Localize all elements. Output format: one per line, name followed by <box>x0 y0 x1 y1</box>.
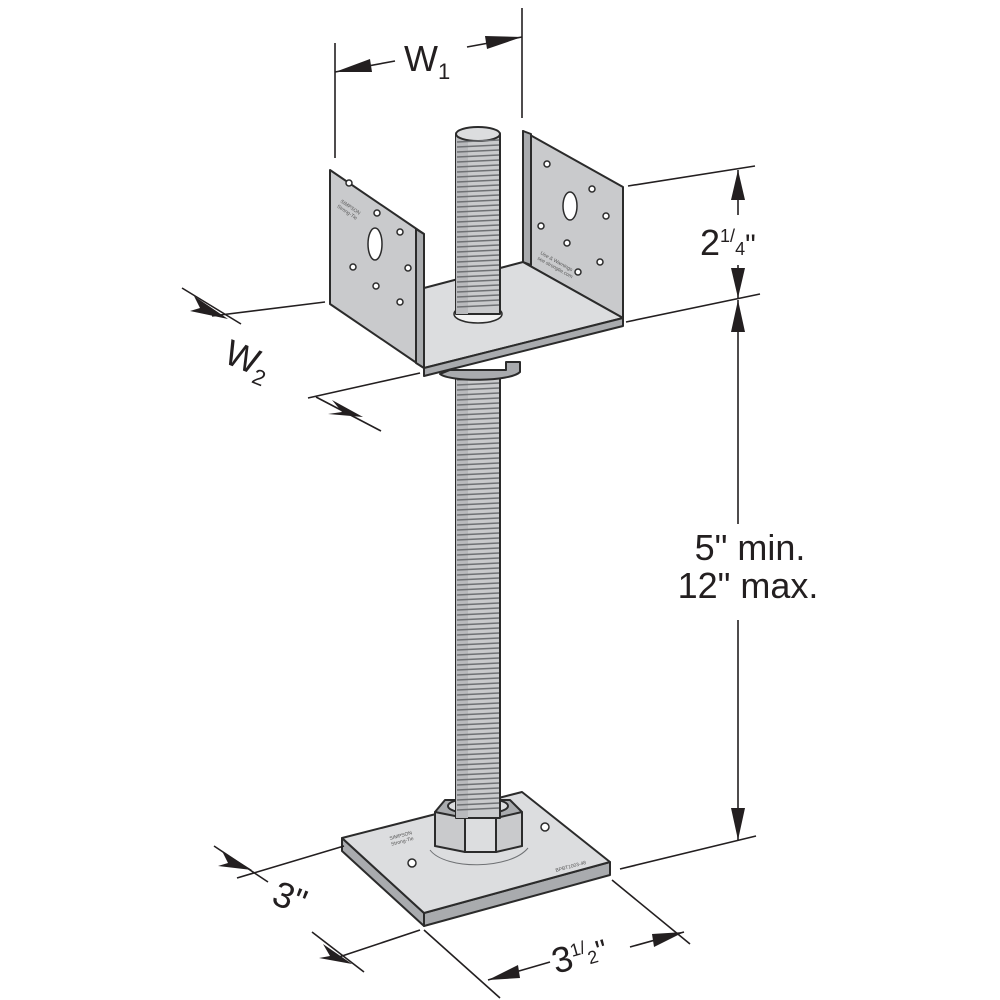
base-stamp-line-2: Strong-Tie <box>391 836 415 848</box>
upper-height-whole: 2 <box>700 222 720 263</box>
post-height-line-1: 5" min. <box>695 527 806 568</box>
rod-threads-upper <box>456 139 500 308</box>
base-stamp-line-1: SIMPSON <box>389 830 413 842</box>
u-bracket: Use & Warnings see strongtie.com SIMPSON… <box>329 126 624 381</box>
upper-height-unit: " <box>745 229 756 262</box>
dimension-w1: W1 <box>334 8 523 158</box>
base-width-slash: / <box>577 937 587 958</box>
w1-main: W <box>404 38 438 79</box>
upper-height-label: 21/4" <box>700 222 756 263</box>
post-height-line-2: 12" max. <box>678 565 819 606</box>
rod-threads-lower <box>456 377 500 811</box>
base-width-label: 31/2" <box>547 927 612 982</box>
base-depth-label: 3" <box>267 872 313 922</box>
upper-height-den: 4 <box>735 239 745 259</box>
w1-sub: 1 <box>438 59 450 84</box>
dimension-upper-height: 21/4" <box>625 165 761 323</box>
dimension-post-height: 5" min. 12" max. <box>619 300 819 870</box>
threaded-rod <box>455 369 501 819</box>
base-hole-right <box>540 822 550 832</box>
w1-label: W1 <box>404 38 450 84</box>
upper-height-num: 1 <box>720 226 730 246</box>
base-hole-left <box>407 858 417 868</box>
w2-label: W2 <box>217 331 277 391</box>
upper-height-slash: / <box>730 226 735 246</box>
